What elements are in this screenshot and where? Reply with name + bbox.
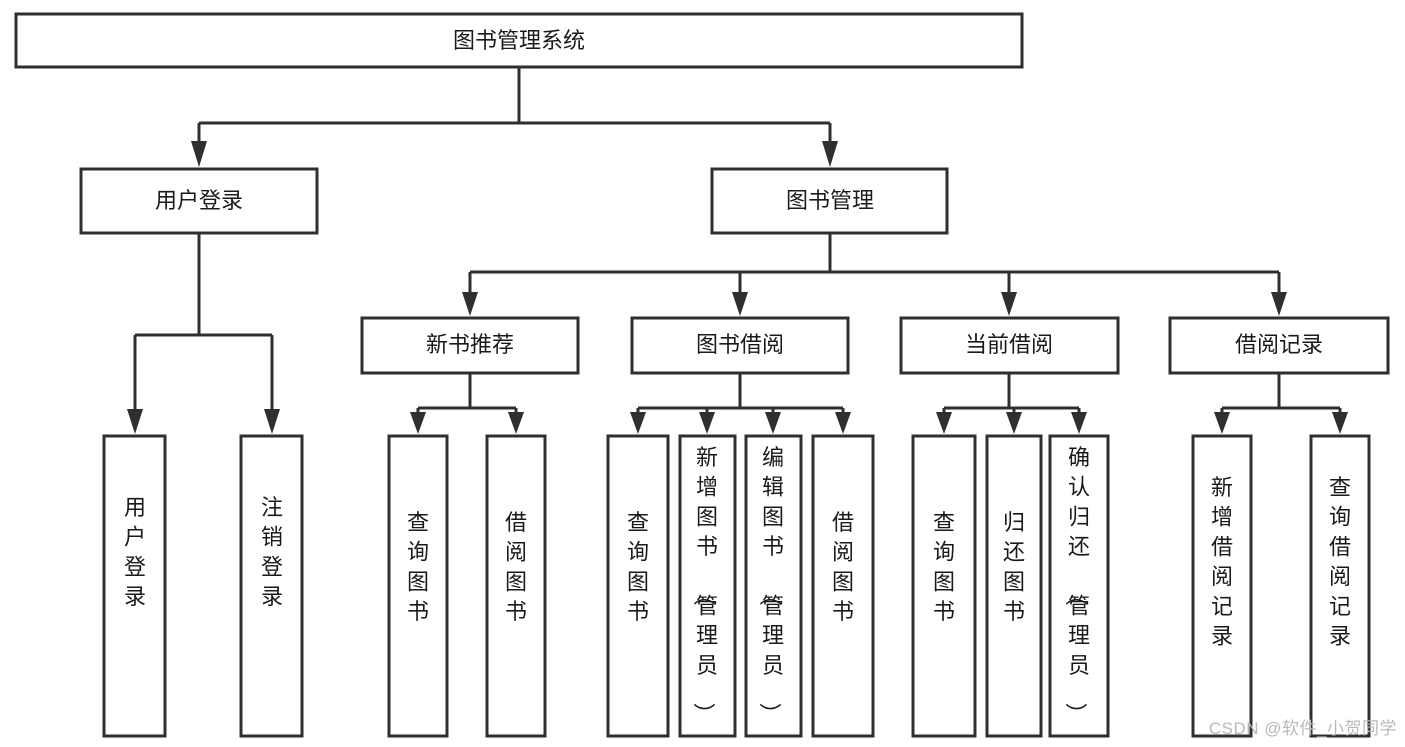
arrow-head-current-borrow xyxy=(1001,292,1017,316)
node-leaf-add-book-label: 新增图书（管理员） xyxy=(691,445,718,725)
arrow-head-leaf-query-book-3 xyxy=(936,412,952,434)
arrow-head-leaf-query-book-1 xyxy=(410,412,426,434)
node-leaf-edit-book-label: 编辑图书（管理员） xyxy=(757,445,784,725)
node-leaf-query-book-1-label: 查询图书 xyxy=(407,510,429,624)
node-leaf-add-book-box[interactable] xyxy=(678,434,737,738)
arrow-head-leaf-edit-book xyxy=(765,412,781,434)
node-leaf-query-book-3[interactable]: 查询图书 xyxy=(911,434,977,738)
node-leaf-user-login-box[interactable] xyxy=(102,434,167,738)
node-leaf-edit-book[interactable]: 编辑图书（管理员） xyxy=(744,434,803,738)
node-borrow-record-label: 借阅记录 xyxy=(1235,332,1323,357)
connector-group-book-borrow xyxy=(630,373,851,434)
connector-group-book-manage xyxy=(462,233,1287,316)
node-user-login-box[interactable] xyxy=(79,167,319,235)
node-new-book-rec-label: 新书推荐 xyxy=(426,332,514,357)
node-book-manage[interactable]: 图书管理 xyxy=(710,167,949,235)
node-leaf-query-book-1[interactable]: 查询图书 xyxy=(387,434,449,738)
node-user-login-label: 用户登录 xyxy=(155,188,243,213)
node-leaf-user-logout[interactable]: 注销登录 xyxy=(239,434,304,738)
node-leaf-borrow-book-2-box[interactable] xyxy=(811,434,875,738)
node-leaf-borrow-book-1-box[interactable] xyxy=(485,434,547,738)
node-leaf-query-book-2-box[interactable] xyxy=(606,434,670,738)
node-book-borrow[interactable]: 图书借阅 xyxy=(630,316,850,375)
arrow-head-book-borrow xyxy=(732,292,748,316)
node-current-borrow-label: 当前借阅 xyxy=(965,332,1053,357)
node-new-book-rec-box[interactable] xyxy=(360,316,580,375)
node-leaf-user-login[interactable]: 用户登录 xyxy=(102,434,167,738)
connector-group-current-borrow xyxy=(936,373,1087,434)
node-leaf-borrow-book-1[interactable]: 借阅图书 xyxy=(485,434,547,738)
connector-group-new-book-rec xyxy=(410,373,524,434)
arrow-head-leaf-query-record xyxy=(1332,412,1348,434)
node-leaf-add-book[interactable]: 新增图书（管理员） xyxy=(678,434,737,738)
node-leaf-user-login-label: 用户登录 xyxy=(124,495,146,609)
node-leaf-confirm-return[interactable]: 确认归还（管理员） xyxy=(1048,434,1110,738)
arrow-head-leaf-user-login xyxy=(127,409,143,434)
node-root-label: 图书管理系统 xyxy=(453,28,585,53)
connector-group-root xyxy=(191,67,838,167)
node-leaf-confirm-return-box[interactable] xyxy=(1048,434,1110,738)
node-user-login[interactable]: 用户登录 xyxy=(79,167,319,235)
node-leaf-query-record-label: 查询借阅记录 xyxy=(1329,475,1351,649)
connector-group-user-login xyxy=(127,233,280,434)
node-leaf-borrow-book-1-label: 借阅图书 xyxy=(505,510,527,624)
arrow-head-leaf-confirm-return xyxy=(1071,412,1087,434)
node-root[interactable]: 图书管理系统 xyxy=(14,12,1024,69)
node-leaf-return-book-box[interactable] xyxy=(985,434,1043,738)
node-leaf-edit-book-box[interactable] xyxy=(744,434,803,738)
node-leaf-query-record-box[interactable] xyxy=(1309,434,1371,738)
node-book-borrow-label: 图书借阅 xyxy=(696,332,784,357)
connector-group-borrow-record xyxy=(1214,373,1348,434)
node-book-manage-box[interactable] xyxy=(710,167,949,235)
node-current-borrow[interactable]: 当前借阅 xyxy=(899,316,1120,375)
arrow-head-leaf-add-record xyxy=(1214,412,1230,434)
node-leaf-confirm-return-label: 确认归还（管理员） xyxy=(1063,445,1090,725)
node-leaf-user-logout-label: 注销登录 xyxy=(261,495,283,609)
arrow-head-leaf-add-book xyxy=(699,412,715,434)
node-leaf-query-book-1-box[interactable] xyxy=(387,434,449,738)
arrow-head-leaf-query-book-2 xyxy=(630,412,646,434)
node-leaf-query-book-2-label: 查询图书 xyxy=(627,510,649,624)
node-leaf-add-record[interactable]: 新增借阅记录 xyxy=(1191,434,1253,738)
node-new-book-rec[interactable]: 新书推荐 xyxy=(360,316,580,375)
node-leaf-borrow-book-2[interactable]: 借阅图书 xyxy=(811,434,875,738)
arrow-head-leaf-borrow-book-1 xyxy=(508,412,524,434)
node-book-manage-label: 图书管理 xyxy=(786,188,874,213)
csdn-watermark: CSDN @软件_小贺同学 xyxy=(1208,719,1397,738)
node-borrow-record[interactable]: 借阅记录 xyxy=(1168,316,1390,375)
node-root-box[interactable] xyxy=(14,12,1024,69)
node-leaf-borrow-book-2-label: 借阅图书 xyxy=(832,510,854,624)
arrow-head-borrow-record xyxy=(1271,292,1287,316)
node-borrow-record-box[interactable] xyxy=(1168,316,1390,375)
arrow-head-leaf-user-logout xyxy=(264,409,280,434)
arrow-head-new-book-rec xyxy=(462,292,478,316)
arrow-head-user-login xyxy=(191,141,207,167)
node-leaf-query-book-3-box[interactable] xyxy=(911,434,977,738)
node-leaf-return-book-label: 归还图书 xyxy=(1003,510,1025,624)
node-leaf-query-record[interactable]: 查询借阅记录 xyxy=(1309,434,1371,738)
node-book-borrow-box[interactable] xyxy=(630,316,850,375)
arrow-head-leaf-borrow-book-2 xyxy=(835,412,851,434)
node-leaf-add-record-box[interactable] xyxy=(1191,434,1253,738)
node-leaf-query-book-3-label: 查询图书 xyxy=(933,510,955,624)
node-leaf-user-logout-box[interactable] xyxy=(239,434,304,738)
node-leaf-query-book-2[interactable]: 查询图书 xyxy=(606,434,670,738)
node-leaf-return-book[interactable]: 归还图书 xyxy=(985,434,1043,738)
arrow-head-leaf-return-book xyxy=(1006,412,1022,434)
node-current-borrow-box[interactable] xyxy=(899,316,1120,375)
node-leaf-add-record-label: 新增借阅记录 xyxy=(1211,475,1233,649)
arrow-head-book-manage xyxy=(822,141,838,167)
